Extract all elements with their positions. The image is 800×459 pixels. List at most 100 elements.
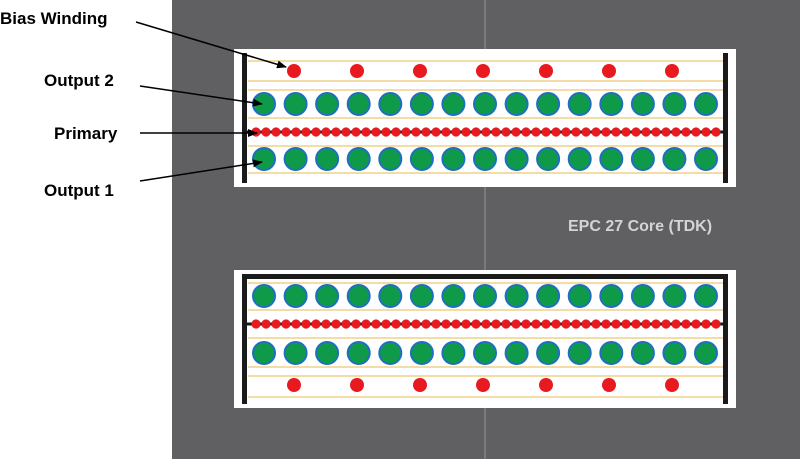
output-1-turn bbox=[346, 147, 371, 171]
bias-turn bbox=[539, 378, 553, 392]
bobbin-wall bbox=[242, 274, 247, 404]
primary-turn bbox=[391, 127, 401, 137]
primary-turn bbox=[481, 319, 491, 329]
output-2-turn bbox=[252, 284, 276, 308]
core-gap-line bbox=[484, 0, 486, 459]
primary-turn bbox=[251, 319, 261, 329]
output-1-arrow bbox=[139, 159, 263, 182]
primary-turn bbox=[541, 127, 551, 137]
bias-turn bbox=[665, 378, 679, 392]
output-2-turn bbox=[662, 284, 687, 308]
bobbin-wall bbox=[723, 274, 728, 404]
output-1-turn bbox=[441, 341, 466, 365]
output-2-turn bbox=[409, 284, 434, 308]
bias-turn bbox=[665, 64, 679, 78]
primary-turn bbox=[661, 127, 671, 137]
primary-turn bbox=[491, 127, 501, 137]
primary-turn bbox=[361, 319, 371, 329]
primary-turn bbox=[301, 319, 311, 329]
output-1-turn bbox=[441, 147, 466, 171]
output-1-turn bbox=[378, 147, 403, 171]
primary-label: Primary bbox=[54, 124, 118, 143]
primary-turn bbox=[531, 127, 541, 137]
output-1-turn bbox=[473, 341, 497, 365]
output-2-turn bbox=[315, 92, 340, 116]
primary-turn bbox=[431, 127, 441, 137]
primary-turn bbox=[571, 319, 581, 329]
bias-winding-label: Bias Winding bbox=[0, 9, 108, 28]
output-2-turn bbox=[599, 284, 624, 308]
output-2-turn bbox=[283, 284, 308, 308]
output-1-turn bbox=[473, 147, 497, 171]
output-2-turn bbox=[378, 284, 403, 308]
output-2-turn bbox=[409, 92, 434, 116]
primary-turn bbox=[441, 319, 451, 329]
bias-turn bbox=[602, 64, 616, 78]
primary-turn bbox=[691, 319, 701, 329]
primary-turn bbox=[451, 319, 461, 329]
primary-turn bbox=[511, 127, 521, 137]
primary-turn bbox=[271, 319, 281, 329]
output-2-turn bbox=[536, 92, 561, 116]
primary-turn bbox=[441, 127, 451, 137]
output-2-turn bbox=[378, 92, 403, 116]
primary-turn bbox=[471, 127, 481, 137]
output-2-turn bbox=[315, 284, 340, 308]
primary-turn bbox=[321, 127, 331, 137]
output-1-turn bbox=[283, 341, 308, 365]
bias-turn bbox=[476, 64, 490, 78]
primary-turn bbox=[291, 319, 301, 329]
primary-turn bbox=[501, 127, 511, 137]
primary-turn bbox=[511, 319, 521, 329]
primary-turn bbox=[591, 319, 601, 329]
primary-turn bbox=[521, 319, 531, 329]
primary-turn bbox=[541, 319, 551, 329]
output-1-turn bbox=[694, 341, 718, 365]
primary-turn bbox=[641, 127, 651, 137]
primary-turn bbox=[261, 127, 271, 137]
primary-turn bbox=[621, 127, 631, 137]
output-1-turn bbox=[378, 341, 403, 365]
primary-turn bbox=[371, 127, 381, 137]
output-1-turn bbox=[315, 341, 340, 365]
output-1-label: Output 1 bbox=[44, 181, 114, 200]
primary-turn bbox=[521, 127, 531, 137]
output-2-arrow bbox=[139, 85, 263, 107]
bias-turn bbox=[413, 64, 427, 78]
primary-turn bbox=[281, 319, 291, 329]
core-label: EPC 27 Core (TDK) bbox=[568, 218, 713, 235]
output-1-turn bbox=[694, 147, 718, 171]
window-bottom bbox=[234, 270, 736, 408]
primary-turn bbox=[271, 127, 281, 137]
primary-turn bbox=[351, 127, 361, 137]
primary-turn bbox=[631, 127, 641, 137]
bias-turn bbox=[287, 64, 301, 78]
primary-turn bbox=[701, 319, 711, 329]
output-2-turn bbox=[346, 284, 371, 308]
primary-turn bbox=[601, 127, 611, 137]
primary-turn bbox=[551, 319, 561, 329]
primary-turn bbox=[571, 127, 581, 137]
primary-turn bbox=[681, 319, 691, 329]
output-1-turn bbox=[536, 147, 561, 171]
primary-turn bbox=[331, 319, 341, 329]
output-2-turn bbox=[283, 92, 308, 116]
primary-turn bbox=[671, 127, 681, 137]
output-1-turn bbox=[409, 147, 434, 171]
output-1-turn bbox=[567, 341, 592, 365]
primary-turn bbox=[651, 319, 661, 329]
primary-turn bbox=[491, 319, 501, 329]
output-2-turn bbox=[536, 284, 561, 308]
output-2-turn bbox=[473, 92, 497, 116]
bias-turn bbox=[539, 64, 553, 78]
output-2-turn bbox=[504, 92, 529, 116]
output-1-turn bbox=[252, 341, 276, 365]
bobbin-wall bbox=[242, 53, 247, 183]
output-2-turn bbox=[346, 92, 371, 116]
bias-turn bbox=[413, 378, 427, 392]
output-2-label: Output 2 bbox=[44, 71, 114, 90]
output-1-turn bbox=[409, 341, 434, 365]
output-2-turn bbox=[252, 92, 276, 116]
primary-turn bbox=[611, 319, 621, 329]
primary-turn bbox=[261, 319, 271, 329]
